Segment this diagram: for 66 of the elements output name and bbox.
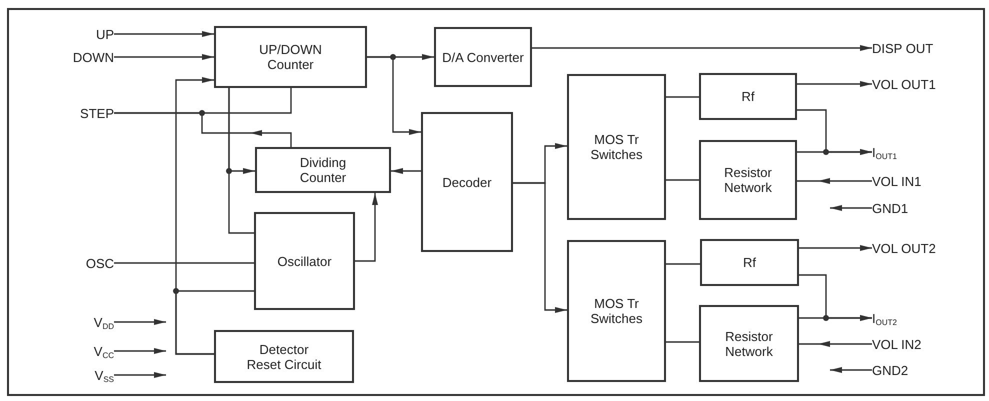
block-label: Dividing Counter bbox=[298, 155, 348, 185]
pin-label: VOL OUT2 bbox=[872, 239, 980, 257]
reset-circuit-block bbox=[214, 330, 354, 383]
block-label: Decoder bbox=[442, 174, 492, 190]
pin-label: VOL IN1 bbox=[872, 172, 980, 190]
arrow bbox=[799, 341, 872, 347]
resistor-block bbox=[700, 239, 799, 286]
arrow bbox=[114, 112, 292, 147]
arrow bbox=[114, 31, 214, 37]
arrow bbox=[391, 168, 421, 174]
decoder-block bbox=[421, 112, 513, 252]
block-label: Rf bbox=[742, 89, 754, 104]
switch-block bbox=[567, 74, 666, 220]
oscillator-block bbox=[254, 212, 355, 310]
arrow bbox=[830, 205, 872, 211]
resistor-network-block bbox=[699, 305, 799, 382]
signal-line bbox=[666, 263, 700, 265]
pin-label: DOWN bbox=[30, 48, 114, 66]
pin-label: I$_{OUT1}$ bbox=[872, 143, 980, 161]
arrow bbox=[114, 54, 214, 60]
block-label: MOS Tr Switches bbox=[589, 296, 644, 326]
arrow bbox=[355, 193, 378, 262]
pin-label: I$_{OUT2}$ bbox=[872, 309, 980, 327]
arrow bbox=[513, 182, 567, 313]
signal-line bbox=[666, 179, 699, 181]
counter-block bbox=[255, 147, 391, 193]
pin-label: STEP bbox=[30, 104, 114, 122]
pin-label: GND1 bbox=[872, 199, 980, 217]
arrow bbox=[797, 149, 872, 155]
arrow bbox=[114, 319, 166, 325]
pin-label: V$_{CC}$ bbox=[30, 342, 114, 360]
converter-block bbox=[434, 27, 532, 87]
arrow bbox=[799, 315, 872, 321]
arrow bbox=[797, 178, 872, 184]
pin-label: UP bbox=[30, 25, 114, 43]
block-label: MOS Tr Switches bbox=[589, 132, 644, 162]
signal-line bbox=[114, 262, 254, 264]
switch-block bbox=[567, 240, 666, 382]
pin-label: VOL IN2 bbox=[872, 335, 980, 353]
block-label: Resistor Network bbox=[723, 165, 773, 195]
arrow bbox=[830, 367, 872, 373]
arrow bbox=[114, 372, 166, 378]
block-label: D/A Converter bbox=[442, 50, 524, 64]
signal-line bbox=[228, 88, 254, 234]
block-label: Resistor Network bbox=[724, 328, 774, 358]
pin-label: OSC bbox=[30, 254, 114, 272]
arrow bbox=[532, 45, 872, 51]
block-label: Rf bbox=[743, 255, 756, 270]
arrow bbox=[797, 81, 872, 87]
arrow bbox=[114, 348, 166, 354]
pin-label: V$_{DD}$ bbox=[30, 313, 114, 331]
pin-label: VOL OUT1 bbox=[872, 75, 980, 93]
block-label: Oscillator bbox=[277, 254, 332, 268]
block-label: UP/DOWN Counter bbox=[258, 42, 323, 72]
counter-block bbox=[214, 26, 367, 88]
pin-label: GND2 bbox=[872, 361, 980, 379]
arrow bbox=[799, 245, 872, 251]
pin-label: DISP OUT bbox=[872, 39, 980, 57]
resistor-block bbox=[699, 73, 797, 120]
pin-label: V$_{SS}$ bbox=[30, 366, 114, 384]
signal-line bbox=[175, 290, 254, 355]
block-label: Detector Reset Circuit bbox=[246, 342, 322, 372]
arrow bbox=[367, 56, 421, 135]
resistor-network-block bbox=[699, 140, 797, 220]
signal-line bbox=[666, 341, 699, 343]
signal-line bbox=[666, 96, 699, 98]
